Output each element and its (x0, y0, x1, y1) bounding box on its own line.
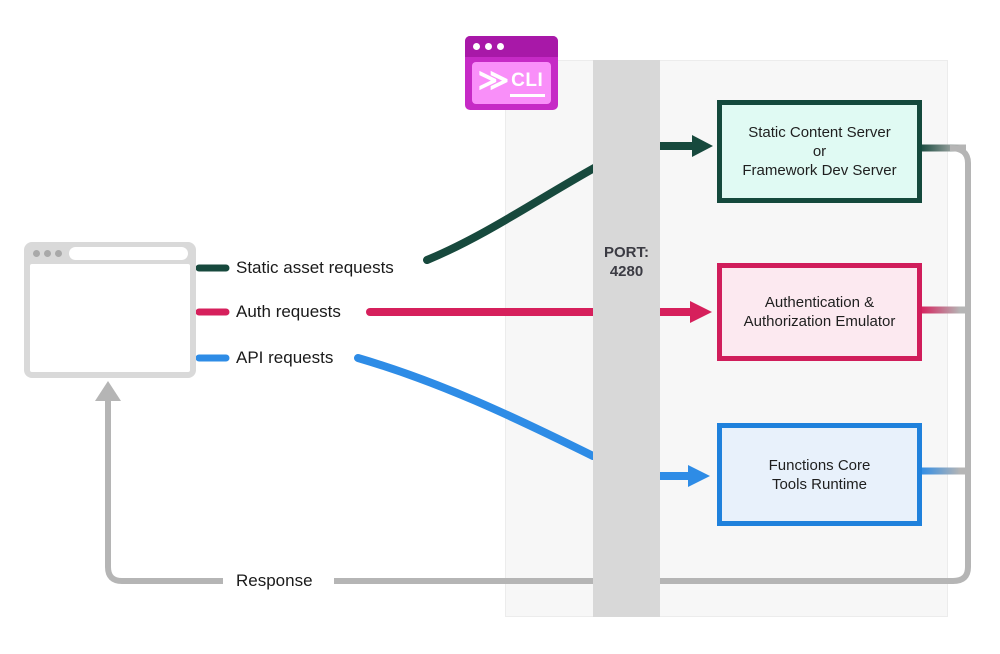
functions-box-line2: Tools Runtime (771, 475, 868, 493)
port-label-text: PORT: (604, 244, 649, 261)
browser-icon (24, 242, 196, 378)
cli-dot-icon (497, 43, 504, 50)
browser-dot-icon (33, 249, 40, 257)
port-bar (593, 60, 660, 617)
api-requests-label: API requests (236, 348, 334, 367)
response-line-left (105, 398, 223, 584)
browser-viewport (30, 264, 190, 372)
static-box-line1: Static Content Server (748, 124, 891, 141)
auth-box-line2: Authorization Emulator (743, 313, 896, 330)
functions-runtime-box: Functions Core Tools Runtime (717, 423, 922, 526)
cli-dots-icon (473, 43, 504, 50)
cli-chevron-icon: ≫ (477, 64, 510, 97)
browser-dots-icon (33, 249, 62, 257)
port-number: 4280 (609, 263, 644, 280)
auth-requests-label: Auth requests (236, 302, 341, 321)
browser-titlebar (24, 242, 196, 264)
cli-label: CLI (510, 70, 546, 97)
functions-box-line1: Functions Core (768, 456, 871, 474)
browser-address-bar (69, 246, 188, 260)
cli-dot-icon (473, 43, 480, 50)
response-label: Response (236, 571, 313, 590)
cli-icon: ≫ CLI (465, 36, 558, 110)
port-label: PORT: 4280 (593, 243, 660, 281)
cli-titlebar (465, 36, 558, 57)
browser-dot-icon (44, 249, 51, 257)
browser-dot-icon (55, 249, 62, 257)
static-box-line2: or (812, 143, 827, 160)
static-content-server-box: Static Content Server or Framework Dev S… (717, 100, 922, 203)
auth-box-line1: Authentication & (764, 294, 875, 311)
auth-emulator-box: Authentication & Authorization Emulator (717, 263, 922, 361)
cli-dot-icon (485, 43, 492, 50)
static-box-line3: Framework Dev Server (742, 162, 897, 179)
static-asset-requests-label: Static asset requests (236, 258, 394, 277)
response-arrowhead (95, 381, 121, 401)
cli-terminal-window: ≫ CLI (472, 62, 551, 104)
